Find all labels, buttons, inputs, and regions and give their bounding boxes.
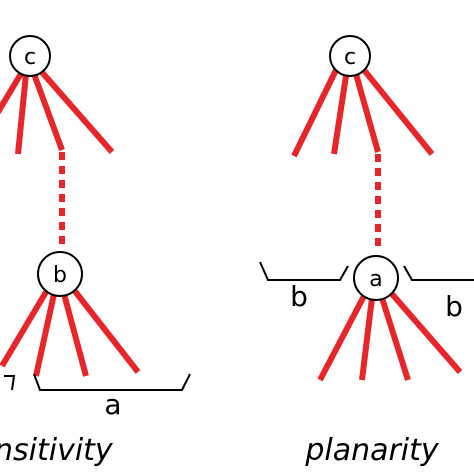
bracket (33, 373, 191, 391)
edge (71, 288, 141, 374)
edge (0, 70, 25, 115)
edge (61, 293, 89, 377)
edge (33, 293, 57, 377)
left-bottom-node: b (37, 251, 83, 297)
edge (361, 68, 435, 156)
node-label: c (344, 45, 356, 70)
left-top-node-edges (0, 68, 115, 155)
edge (379, 297, 411, 381)
caption: nsitivity (0, 433, 114, 468)
node-label: c (24, 45, 36, 70)
node-label: b (53, 263, 67, 288)
edge (15, 73, 29, 155)
bracket-label: b (445, 290, 463, 323)
edge (353, 73, 381, 153)
edge (31, 72, 65, 152)
caption: planarity (304, 433, 440, 468)
left-top-node: c (9, 35, 51, 77)
left-bottom-node-edges (0, 288, 141, 377)
bracket (4, 375, 16, 391)
right-bottom-node: a (353, 255, 399, 301)
bracket-label: b (290, 280, 308, 313)
right-bottom-node-edges (317, 292, 463, 382)
edge (291, 68, 339, 158)
edge (389, 292, 463, 374)
edge (37, 68, 115, 154)
edge (331, 75, 349, 155)
bracket (259, 261, 349, 281)
edge (317, 294, 367, 382)
right-top-node-edges (291, 68, 435, 158)
right-panel: c a b b planarity (259, 35, 474, 468)
node-label: a (369, 267, 382, 292)
edge (0, 290, 49, 368)
left-panel: c b a nsitivity (0, 35, 191, 468)
right-top-node: c (329, 35, 371, 77)
bracket (403, 265, 474, 281)
bracket-label: a (104, 388, 121, 421)
edge (359, 297, 375, 381)
